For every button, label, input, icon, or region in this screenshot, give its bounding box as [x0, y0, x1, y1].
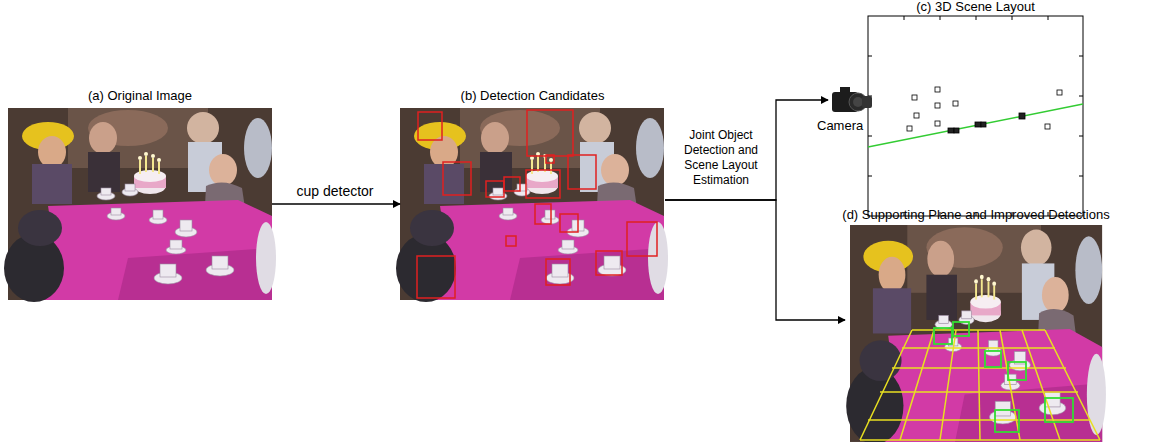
icon-label: Camera	[816, 118, 864, 133]
image-panel: (c) 3D Scene Layout	[828, 0, 1090, 218]
flow-arrow	[665, 100, 828, 200]
panel-heading: (d) Supporting Plane and Improved Detect…	[835, 207, 1117, 223]
panel-heading: (c) 3D Scene Layout	[868, 0, 1083, 15]
arrow-label: Joint Object Detection and Scene Layout …	[673, 128, 769, 188]
image-panel: (d) Supporting Plane and Improved Detect…	[845, 205, 1107, 442]
panel-heading: (a) Original Image	[8, 88, 272, 104]
flow-arrow	[665, 200, 845, 320]
image-panel: (b) Detection Candidates	[400, 86, 665, 300]
image-panel: (a) Original Image	[8, 86, 272, 300]
flow-arrow	[272, 203, 400, 204]
arrow-label: cup detector	[275, 182, 395, 200]
panel-heading: (b) Detection Candidates	[400, 88, 665, 104]
